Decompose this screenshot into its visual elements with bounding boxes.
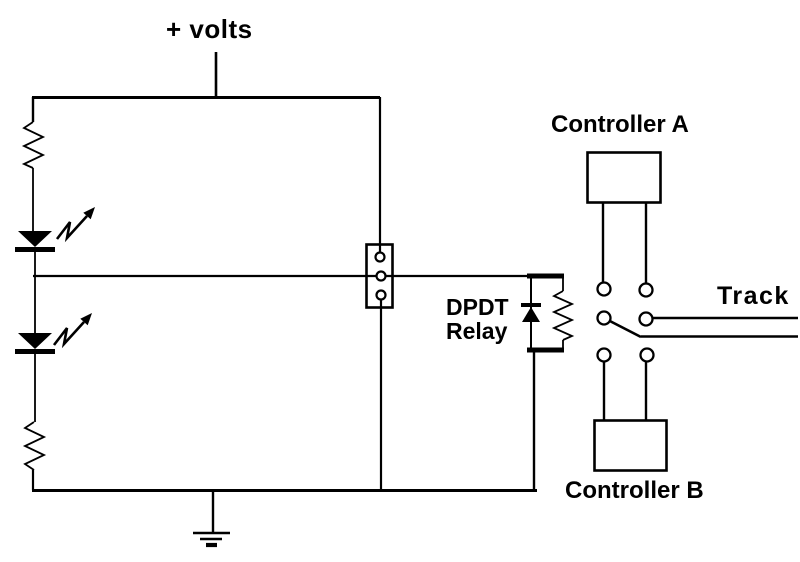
- terminal-block-icon: [365, 243, 394, 309]
- controller-a-label: Controller A: [551, 111, 689, 138]
- relay-icon: [521, 273, 575, 490]
- terminal-pin-bottom: [375, 289, 387, 301]
- center-vertical-wire: [378, 97, 383, 490]
- controller-b-label: Controller B: [565, 477, 704, 504]
- switch-terminals: [596, 281, 655, 363]
- terminal-a-left: [596, 281, 612, 297]
- led-lower-icon: [15, 333, 55, 354]
- controller-a-box: [586, 151, 662, 290]
- terminal-pin-middle: [375, 270, 387, 282]
- power-rail-wire: [32, 52, 380, 99]
- track-label: Track: [717, 282, 790, 310]
- left-branch-wire: [31, 97, 36, 490]
- terminal-b-right: [639, 347, 655, 363]
- led-lower-light-arrow-icon: [52, 313, 92, 349]
- ground-icon: [193, 490, 230, 548]
- controller-b-box: [593, 355, 668, 472]
- relay-coil-icon: [551, 278, 575, 348]
- terminal-common-right: [638, 311, 654, 327]
- relay-label: DPDT Relay: [446, 294, 509, 344]
- flyback-diode-icon: [521, 278, 541, 348]
- led-upper-light-arrow-icon: [55, 207, 95, 243]
- terminal-b-left: [596, 347, 612, 363]
- terminal-pin-top: [374, 251, 386, 263]
- power-label: + volts: [166, 14, 253, 44]
- track-wires: [641, 316, 798, 338]
- resistor-upper-icon: [21, 121, 46, 169]
- terminal-common-left: [596, 310, 612, 326]
- led-upper-icon: [15, 231, 55, 252]
- resistor-lower-icon: [22, 421, 47, 471]
- terminal-a-right: [638, 282, 654, 298]
